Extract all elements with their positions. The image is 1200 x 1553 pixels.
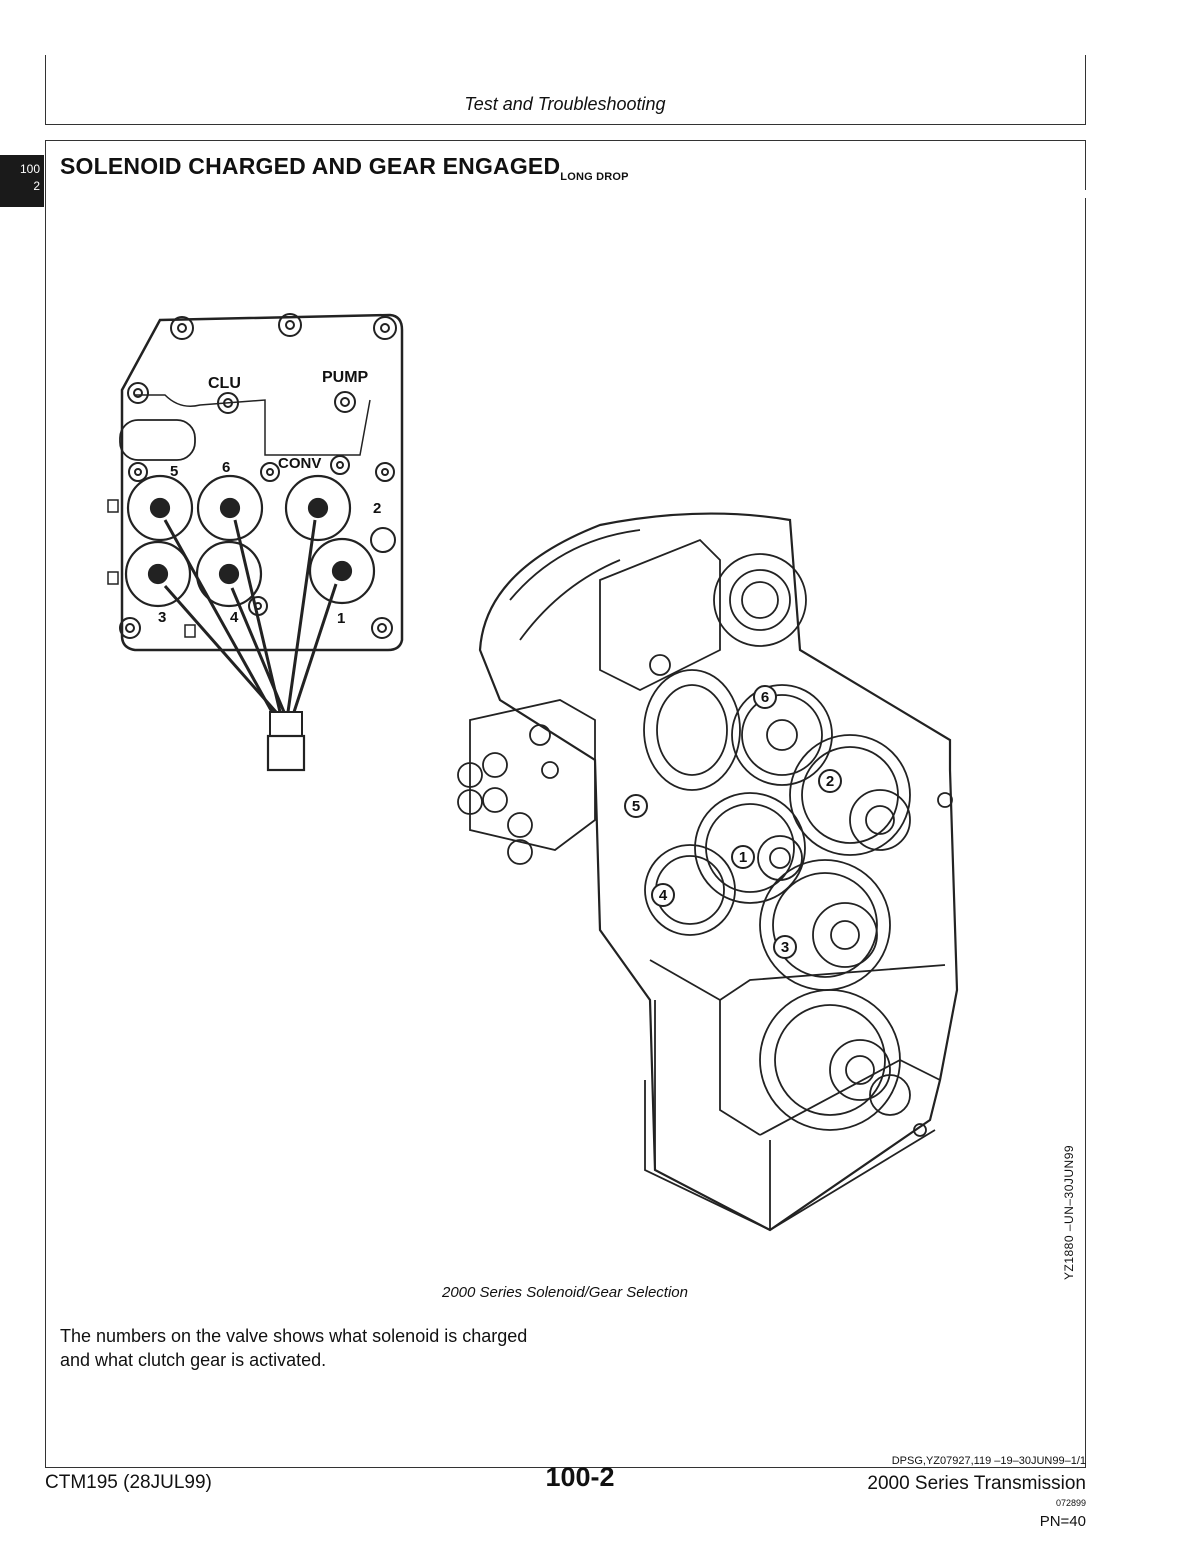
frame-right-main xyxy=(1085,140,1086,190)
valve-number-2: 2 xyxy=(373,500,381,517)
footer-pn: PN=40 xyxy=(1039,1513,1086,1530)
section-title-subscript: LONG DROP xyxy=(560,171,629,183)
header-rule xyxy=(45,124,1086,125)
side-tab-section: 100 xyxy=(19,162,40,176)
valve-body-drawing xyxy=(107,313,404,772)
gear-callout-4: 4 xyxy=(659,887,668,904)
solenoid-wiring xyxy=(163,519,338,713)
footer-rule xyxy=(45,1467,1086,1468)
footer-code: 072899 xyxy=(1055,1498,1086,1508)
valve-number-1: 1 xyxy=(337,610,345,627)
valve-number-6: 6 xyxy=(222,459,230,476)
footer-manual-title: 2000 Series Transmission xyxy=(867,1473,1086,1494)
solenoid-coils xyxy=(124,474,376,608)
label-pump: PUMP xyxy=(322,369,369,386)
frame-left-main xyxy=(45,140,46,1468)
gear-callout-2: 2 xyxy=(826,773,834,790)
valve-labels: CLU PUMP CONV 5 6 2 3 4 1 xyxy=(158,369,381,627)
footer-page-number: 100-2 xyxy=(545,1462,615,1492)
frame-right-lower xyxy=(1085,198,1086,1468)
valve-bolts xyxy=(119,313,397,639)
gear-callout-6: 6 xyxy=(761,689,769,706)
transmission-illustration: CLU PUMP CONV 5 6 2 3 4 1 xyxy=(107,313,959,1232)
transmission-drawing xyxy=(457,512,959,1232)
figure-caption: 2000 Series Solenoid/Gear Selection xyxy=(442,1284,688,1301)
side-tab: 100 2 xyxy=(0,155,44,207)
gear-callouts: 6 2 5 1 4 3 xyxy=(624,685,842,959)
frame-left-top xyxy=(45,55,46,125)
body-paragraph: The numbers on the valve shows what sole… xyxy=(60,1326,528,1370)
label-clu: CLU xyxy=(208,375,241,392)
footer-manual-id: CTM195 (28JUL99) xyxy=(45,1472,212,1493)
valve-number-3: 3 xyxy=(158,609,166,626)
header-title: Test and Troubleshooting xyxy=(464,94,666,114)
side-tab-page: 2 xyxy=(33,179,40,193)
document-reference: DPSG,YZ07927,119 –19–30JUN99–1/1 xyxy=(891,1455,1086,1467)
gear-callout-1: 1 xyxy=(739,849,747,866)
frame-right-top xyxy=(1085,55,1086,125)
section-rule xyxy=(45,140,1086,141)
figure-side-id: YZ1880 –UN–30JUN99 xyxy=(1062,1144,1076,1280)
label-conv: CONV xyxy=(278,455,321,472)
section-title: SOLENOID CHARGED AND GEAR ENGAGEDLONG DR… xyxy=(60,153,629,183)
section-title-main: SOLENOID CHARGED AND GEAR ENGAGED xyxy=(60,153,561,179)
valve-number-4: 4 xyxy=(230,609,239,626)
valve-number-5: 5 xyxy=(170,463,178,480)
gear-callout-5: 5 xyxy=(632,798,640,815)
gear-callout-3: 3 xyxy=(781,939,789,956)
